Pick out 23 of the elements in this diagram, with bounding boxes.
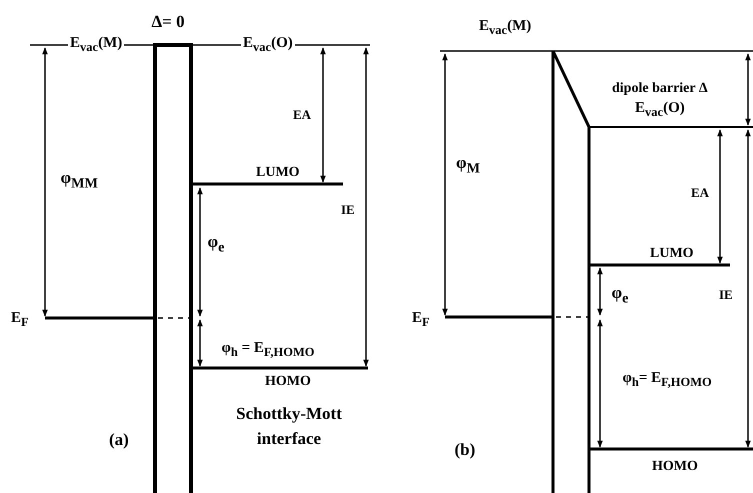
electron-affinity-label: EA — [293, 108, 312, 122]
hole-barrier-label: φ$_{h}$ = E$_{F,HOMO}$ — [222, 340, 314, 360]
ionization-energy-label: IE — [341, 203, 355, 218]
hole-barrier-label: φ$_{h}$= E$_{F,HOMO}$ — [622, 370, 712, 390]
dipole-barrier-label: dipole barrier Δ — [612, 80, 708, 96]
work-function-label: φ$_{M}$ — [456, 154, 480, 176]
interface-type-label: Schottky-Mott interface — [235, 402, 343, 450]
panel-label: (a) — [109, 430, 129, 450]
vacuum-level-label: E$_{vac}$(O) — [635, 100, 685, 120]
electron-affinity-label: EA — [691, 186, 710, 200]
electron-barrier-label: φ$_{e}$ — [612, 284, 628, 306]
vacuum-level-label: E$_{vac}$(M) — [479, 18, 532, 38]
electron-barrier-label: φ$_{e}$ — [208, 232, 224, 256]
homo-label: HOMO — [652, 458, 698, 474]
ionization-energy-label: IE — [719, 288, 733, 302]
delta-label: Δ= 0 — [152, 12, 185, 32]
homo-label: HOMO — [265, 374, 311, 389]
fermi-level-label: E$_{F}$ — [11, 310, 29, 330]
panel-label: (b) — [454, 440, 476, 460]
lumo-label: LUMO — [650, 246, 694, 261]
fermi-level-label: E$_{F}$ — [412, 310, 430, 330]
lumo-label: LUMO — [256, 164, 300, 180]
work-function-label: φ$_{MM}$ — [60, 168, 98, 192]
